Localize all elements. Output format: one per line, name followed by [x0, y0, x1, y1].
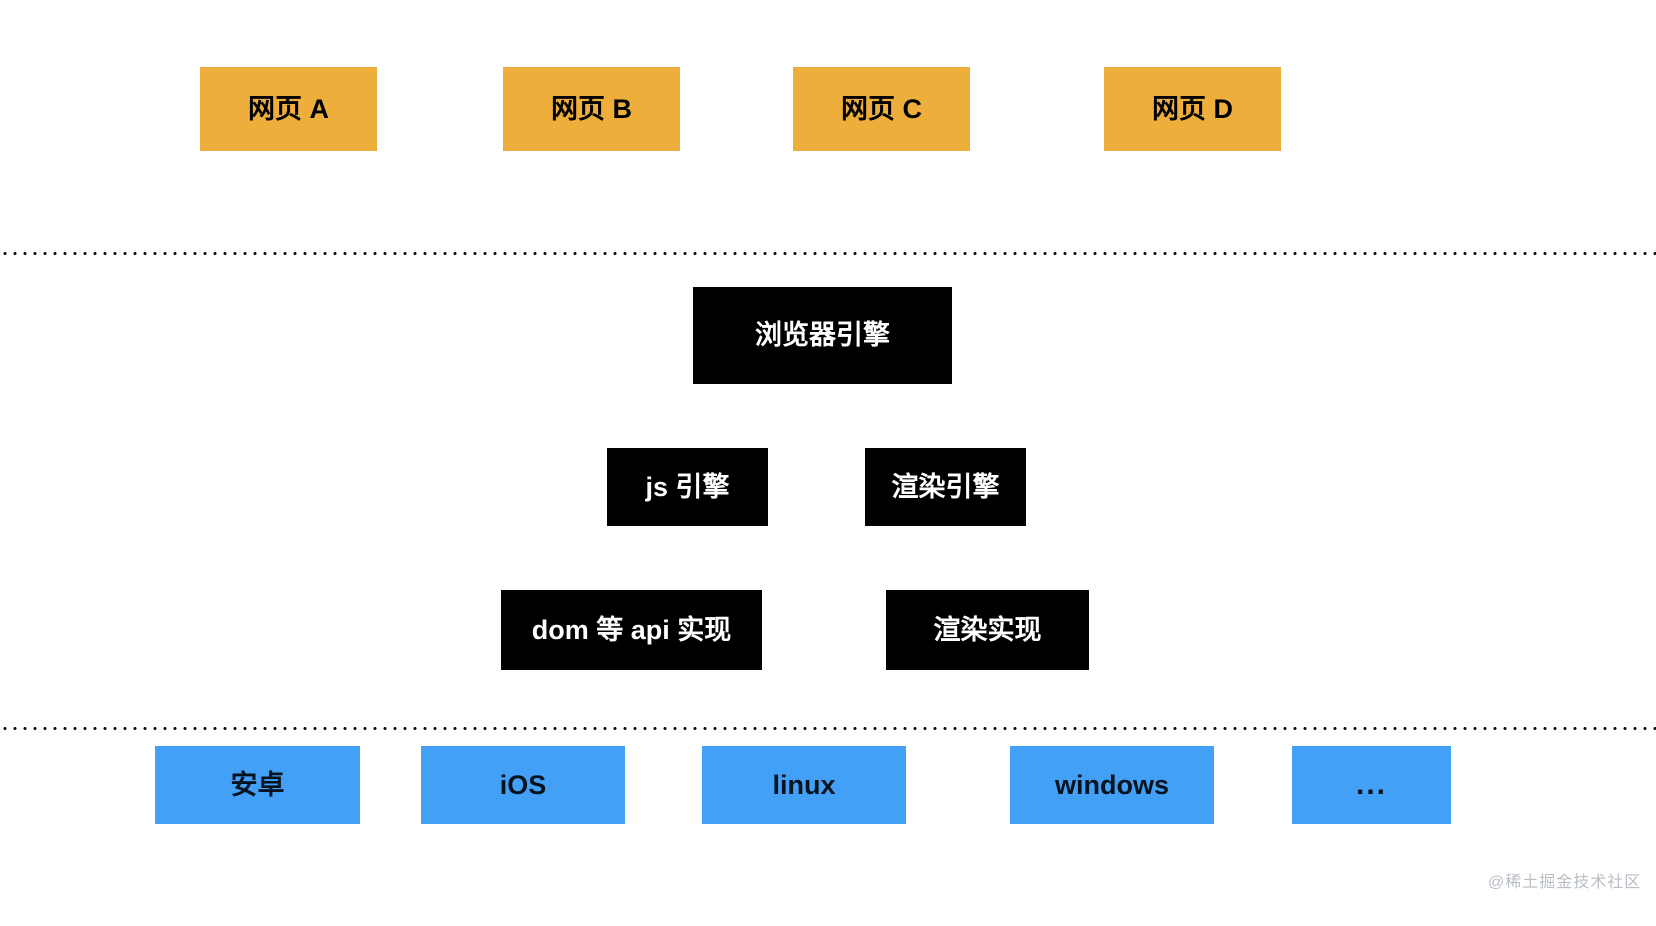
web-page-node-a-label: 网页 A [248, 93, 329, 124]
dom-api-impl-node-label: dom 等 api 实现 [531, 614, 732, 645]
web-page-node-a: 网页 A [200, 67, 377, 151]
os-node-ios: iOS [421, 746, 625, 824]
os-node-windows-label: windows [1055, 769, 1169, 800]
browser-engine-node: 浏览器引擎 [693, 287, 952, 384]
web-page-node-b: 网页 B [503, 67, 680, 151]
render-engine-node-label: 渲染引擎 [891, 471, 1000, 502]
os-node-windows: windows [1010, 746, 1214, 824]
web-page-node-c-label: 网页 C [841, 93, 922, 124]
web-page-node-c: 网页 C [793, 67, 970, 151]
os-node-more-label: ... [1355, 768, 1387, 801]
js-engine-node-label: js 引擎 [645, 471, 730, 502]
browser-engine-node-label: 浏览器引擎 [755, 320, 890, 351]
divider-bottom [0, 727, 1656, 730]
render-engine-node: 渲染引擎 [865, 448, 1026, 526]
watermark: @稀土掘金技术社区 [1488, 874, 1642, 891]
os-node-ios-label: iOS [499, 769, 547, 800]
web-page-node-d: 网页 D [1104, 67, 1281, 151]
dom-api-impl-node: dom 等 api 实现 [501, 590, 762, 670]
web-page-node-b-label: 网页 B [551, 93, 632, 124]
render-impl-node-label: 渲染实现 [933, 614, 1042, 645]
os-node-linux-label: linux [772, 769, 836, 800]
os-node-more: ... [1292, 746, 1451, 824]
divider-top [0, 252, 1656, 255]
render-impl-node: 渲染实现 [886, 590, 1089, 670]
js-engine-node: js 引擎 [607, 448, 768, 526]
web-page-node-d-label: 网页 D [1152, 93, 1233, 124]
os-node-linux: linux [702, 746, 906, 824]
os-node-android-label: 安卓 [230, 769, 285, 800]
os-node-android: 安卓 [155, 746, 360, 824]
